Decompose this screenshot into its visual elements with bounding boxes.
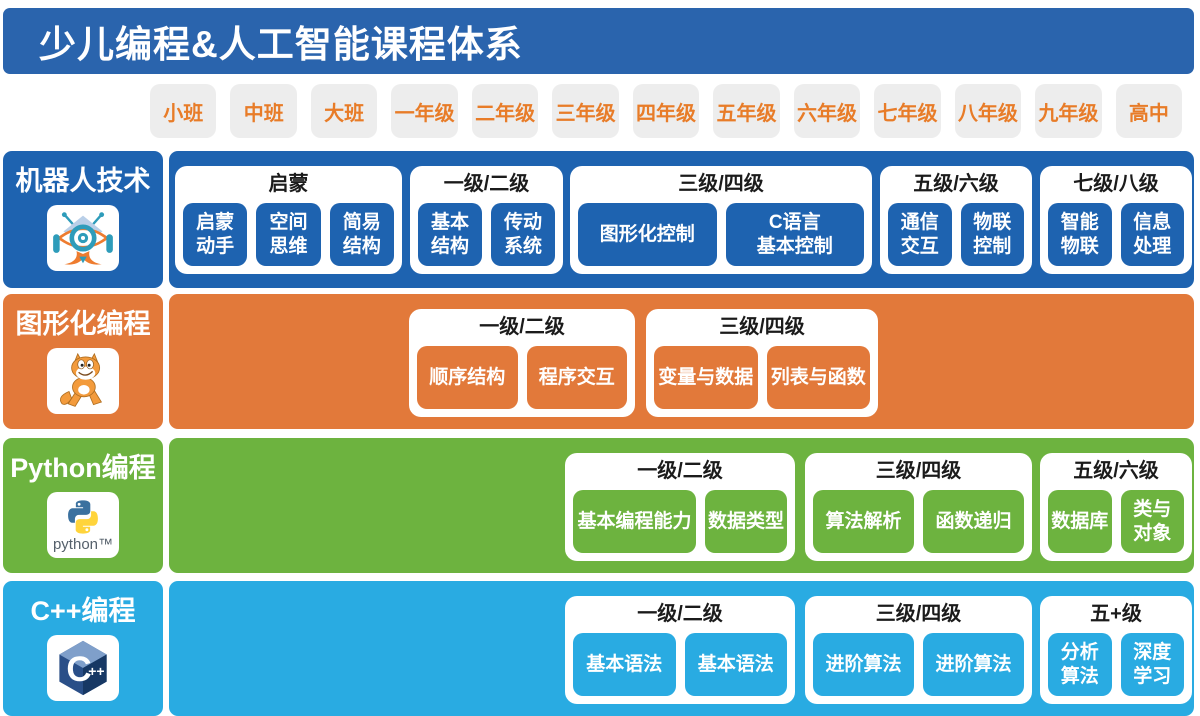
grade-chip: 六年级	[793, 84, 861, 138]
cpp-logo-graphic: C ++	[59, 640, 107, 696]
course-chip: 算法解析	[813, 490, 914, 553]
level-card: 五级/六级 数据库 类与 对象	[1040, 453, 1192, 561]
level-title: 一级/二级	[443, 173, 530, 195]
course-chip: 空间 思维	[256, 203, 321, 266]
course-chip: 进阶算法	[923, 633, 1024, 696]
course-chip: 物联 控制	[960, 203, 1024, 266]
row-label-graphical: 图形化编程	[3, 294, 163, 429]
level-title: 三级/四级	[875, 460, 962, 482]
python-wordmark: python™	[52, 536, 114, 553]
level-card: 一级/二级 基本语法 基本语法	[565, 596, 795, 704]
level-title: 三级/四级	[875, 603, 962, 625]
course-chip: 进阶算法	[813, 633, 914, 696]
course-chip: 函数递归	[923, 490, 1024, 553]
course-chip: 基本编程能力	[573, 490, 696, 553]
page-title-bar: 少儿编程&人工智能课程体系	[3, 8, 1194, 74]
level-title: 七级/八级	[1073, 173, 1159, 195]
grade-chip: 七年级	[874, 84, 941, 138]
course-chip: 基本 结构	[418, 203, 482, 266]
course-chip: 列表与函数	[766, 346, 870, 409]
cpp-icon: C ++	[47, 635, 119, 701]
course-chip: 基本语法	[573, 633, 676, 696]
level-card: 五+级 分析 算法 深度 学习	[1040, 596, 1192, 704]
robot-icon	[47, 205, 119, 271]
python-icon: python™	[47, 492, 119, 558]
level-card: 三级/四级 算法解析 函数递归	[805, 453, 1032, 561]
python-logo-graphic	[68, 500, 98, 534]
grade-chip: 八年级	[954, 84, 1022, 138]
row-label-cpp: C++编程 C ++	[3, 581, 163, 716]
scratch-cat-icon	[47, 348, 119, 414]
row-label-text: C++编程	[30, 596, 136, 626]
level-card: 一级/二级 基本 结构 传动 系统	[410, 166, 563, 274]
row-band-python: 一级/二级 基本编程能力 数据类型 三级/四级 算法解析 函数递归 五级/六级 …	[169, 438, 1194, 573]
grade-chip: 中班	[230, 84, 297, 138]
course-chip: 变量与数据	[654, 346, 758, 409]
row-label-robotics: 机器人技术	[3, 151, 163, 288]
grade-chip: 高中	[1115, 84, 1183, 138]
level-card: 三级/四级 变量与数据 列表与函数	[646, 309, 878, 417]
grade-chip: 四年级	[632, 84, 700, 138]
course-chip: 类与 对象	[1120, 490, 1184, 553]
course-chip: 顺序结构	[417, 346, 518, 409]
level-title: 五+级	[1090, 603, 1142, 625]
course-chip: C语言 基本控制	[725, 203, 864, 266]
grade-chip: 三年级	[552, 84, 619, 138]
level-card: 一级/二级 基本编程能力 数据类型	[565, 453, 795, 561]
level-card: 五级/六级 通信 交互 物联 控制	[880, 166, 1032, 274]
grade-chip: 一年级	[391, 84, 458, 138]
level-card: 七级/八级 智能 物联 信息 处理	[1040, 166, 1192, 274]
scratch-cat-graphic	[60, 353, 103, 407]
course-chip: 智能 物联	[1048, 203, 1112, 266]
grade-chip: 小班	[150, 84, 217, 138]
level-title: 启蒙	[268, 173, 309, 195]
course-chip: 图形化控制	[578, 203, 717, 266]
grade-chip: 二年级	[471, 84, 539, 138]
course-chip: 数据类型	[705, 490, 787, 553]
course-chip: 基本语法	[684, 633, 787, 696]
level-card: 三级/四级 图形化控制 C语言 基本控制	[570, 166, 872, 274]
svg-text:C: C	[66, 650, 91, 689]
course-chip: 通信 交互	[888, 203, 952, 266]
grade-chip: 九年级	[1035, 84, 1102, 138]
course-chip: 简易 结构	[329, 203, 394, 266]
course-chip: 启蒙 动手	[183, 203, 248, 266]
level-title: 五级/六级	[1073, 460, 1159, 482]
course-chip: 传动 系统	[491, 203, 555, 266]
robot-icon-graphic	[53, 212, 113, 265]
row-band-graphical: 一级/二级 顺序结构 程序交互 三级/四级 变量与数据 列表与函数	[169, 294, 1194, 429]
course-chip: 信息 处理	[1120, 203, 1184, 266]
course-chip: 数据库	[1048, 490, 1112, 553]
row-band-cpp: 一级/二级 基本语法 基本语法 三级/四级 进阶算法 进阶算法 五+级 分析 算…	[169, 581, 1194, 716]
level-card: 一级/二级 顺序结构 程序交互	[409, 309, 635, 417]
level-title: 一级/二级	[637, 603, 723, 625]
level-title: 一级/二级	[479, 316, 565, 338]
row-label-text: Python编程	[10, 453, 156, 483]
row-label-text: 机器人技术	[15, 166, 151, 196]
level-title: 三级/四级	[678, 173, 764, 195]
level-title: 五级/六级	[913, 173, 999, 195]
page-title: 少儿编程&人工智能课程体系	[39, 24, 523, 65]
level-title: 三级/四级	[719, 316, 805, 338]
course-chip: 深度 学习	[1120, 633, 1184, 696]
svg-text:++: ++	[88, 663, 104, 679]
course-chip: 程序交互	[526, 346, 627, 409]
row-label-python: Python编程 python™	[3, 438, 163, 573]
level-card: 三级/四级 进阶算法 进阶算法	[805, 596, 1032, 704]
level-card: 启蒙 启蒙 动手 空间 思维 简易 结构	[175, 166, 402, 274]
grade-row: 小班 中班 大班 一年级 二年级 三年级 四年级 五年级 六年级 七年级 八年级…	[150, 84, 1183, 138]
level-title: 一级/二级	[637, 460, 723, 482]
row-band-robotics: 启蒙 启蒙 动手 空间 思维 简易 结构 一级/二级 基本 结构 传动 系统 三…	[169, 151, 1194, 288]
grade-chip: 五年级	[713, 84, 780, 138]
grade-chip: 大班	[310, 84, 378, 138]
row-label-text: 图形化编程	[15, 309, 151, 339]
course-chip: 分析 算法	[1048, 633, 1112, 696]
